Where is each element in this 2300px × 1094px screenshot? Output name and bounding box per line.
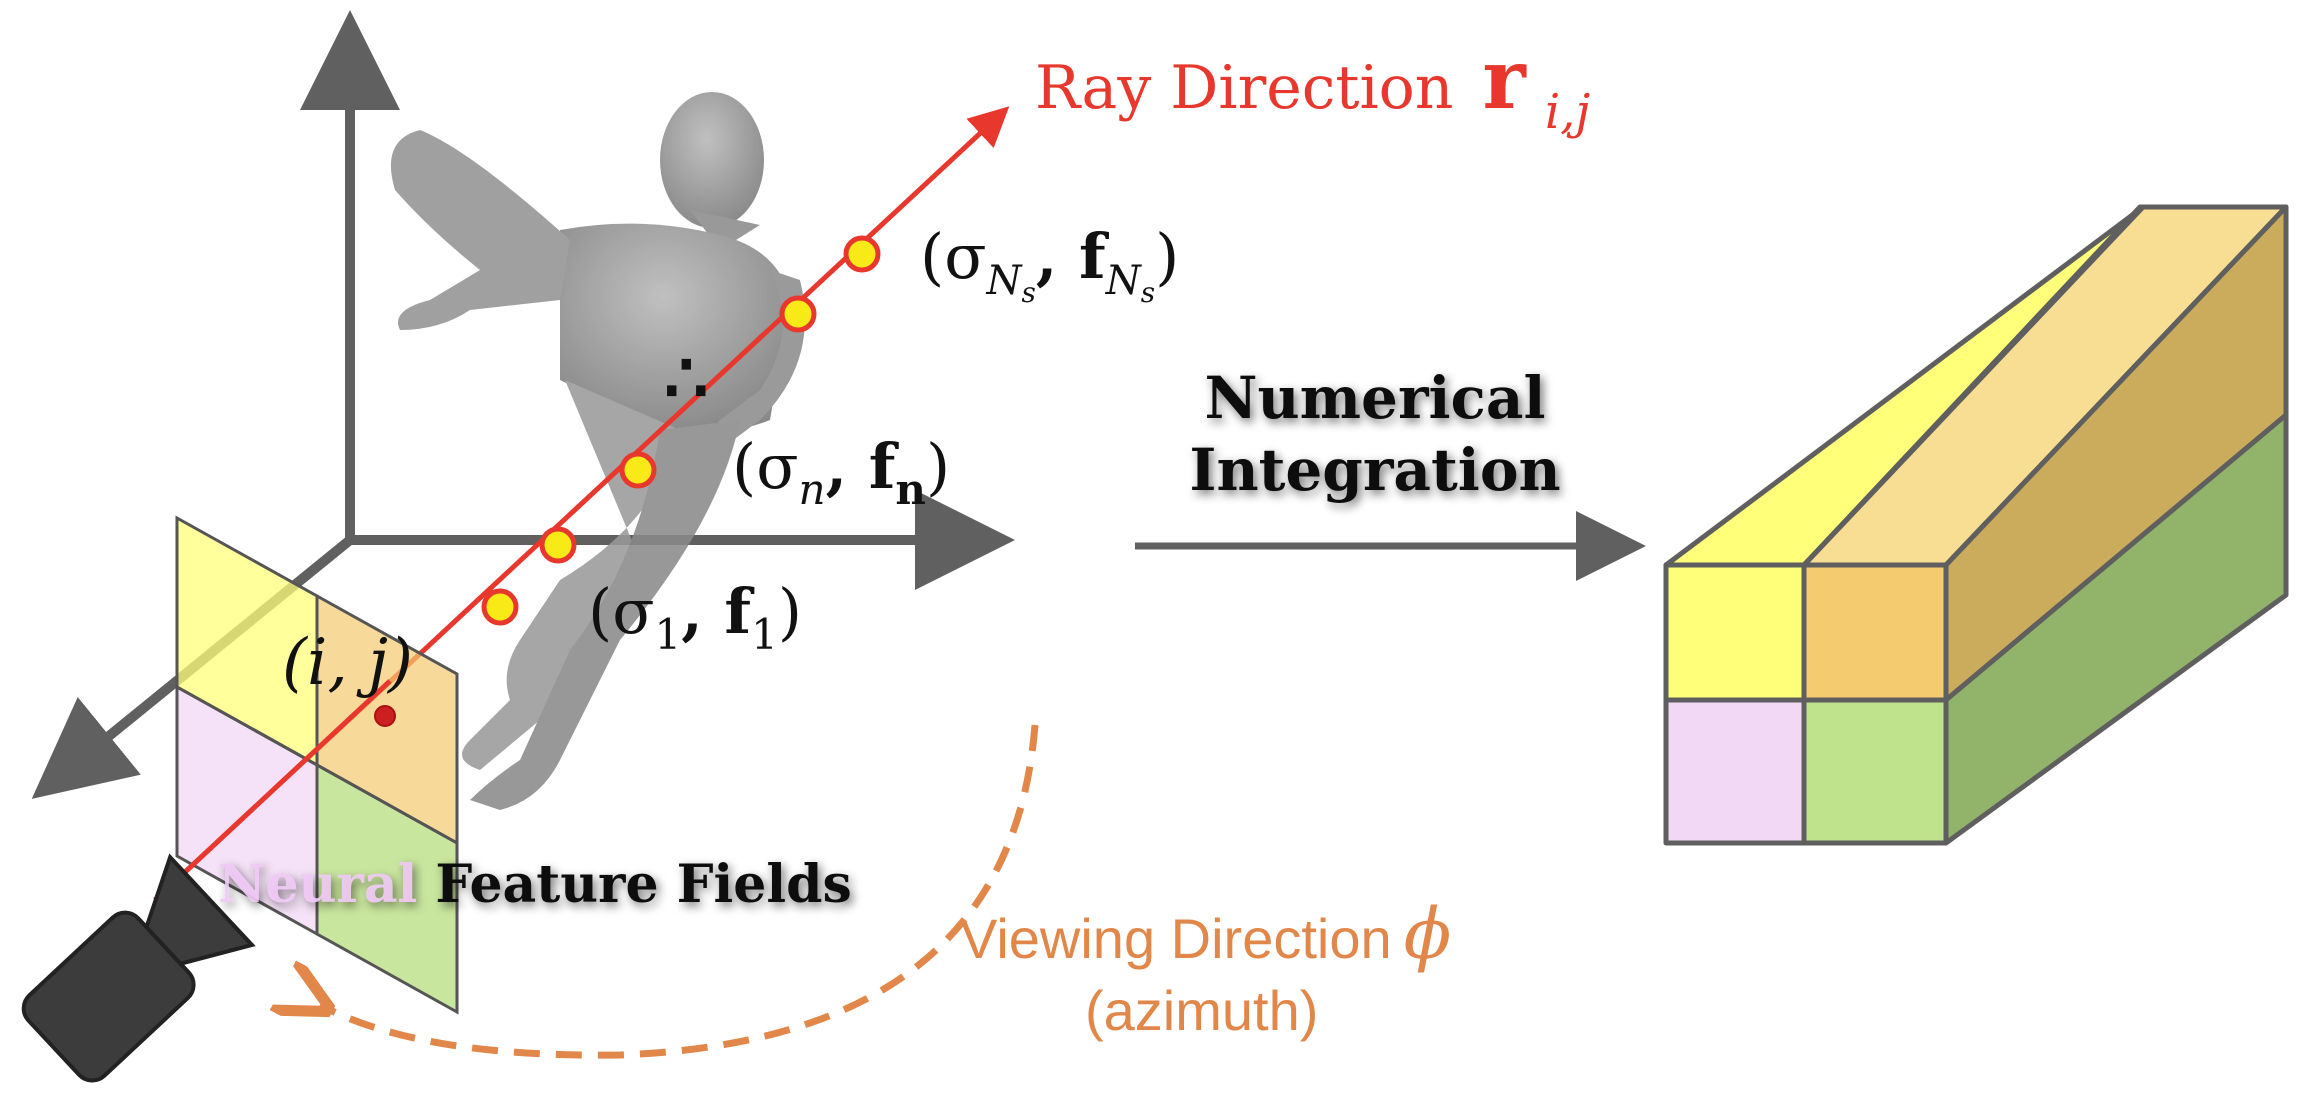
sample-point <box>779 295 817 333</box>
ellipsis-dots: ∴ <box>664 336 709 419</box>
image-plane <box>175 515 459 1015</box>
integration-label: Integration <box>1189 436 1560 504</box>
feature-volume <box>1663 204 2289 846</box>
sample-point <box>481 588 519 626</box>
sample-point <box>619 451 657 489</box>
sample-point <box>843 235 881 273</box>
sample-point <box>539 526 577 564</box>
pixel-label: (i, j) <box>282 626 413 700</box>
sample-last-label: (σNs, fNs) <box>920 220 1179 309</box>
volume-front-pink <box>1663 697 1807 846</box>
ray-samples <box>481 235 881 626</box>
volume-front-green <box>1801 697 1949 846</box>
sample-n-label: (σn, fn) <box>732 430 950 514</box>
sample-1-label: (σ1, f1) <box>588 575 802 659</box>
azimuth-label: (azimuth) <box>1085 979 1318 1042</box>
volume-front-orange <box>1801 562 1949 703</box>
neural-feature-fields-label: Neural Feature Fields <box>218 854 852 915</box>
volume-front-yellow <box>1663 562 1807 703</box>
viewing-direction-arc <box>320 724 1039 1059</box>
camera-icon <box>21 853 256 1083</box>
numerical-label: Numerical <box>1205 364 1546 432</box>
ray-direction-label: Ray Direction r i,j <box>1035 32 1590 140</box>
pixel-point <box>374 705 396 727</box>
ray-line-front <box>153 679 392 902</box>
